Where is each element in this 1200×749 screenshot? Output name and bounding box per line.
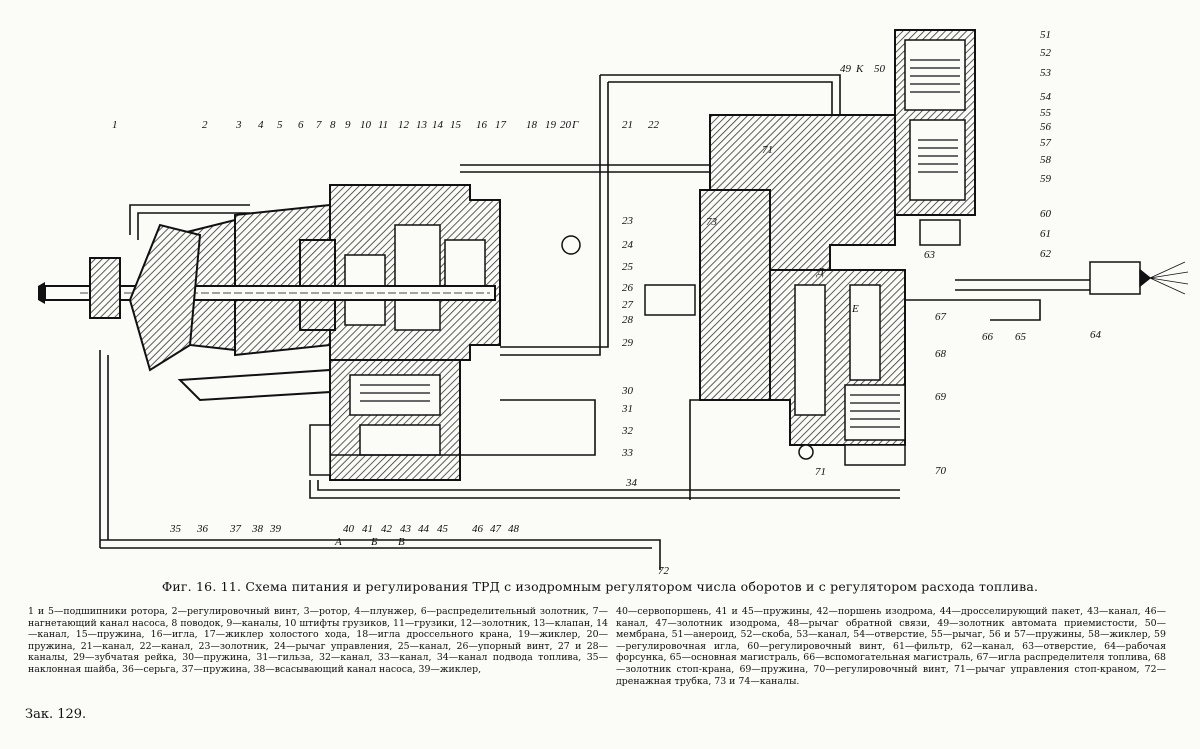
callout-top-3: 4	[258, 119, 264, 131]
callout-right_side-5: 28	[622, 314, 634, 326]
callout-bottom-13: 48	[508, 523, 520, 535]
callout-right_side-1: 24	[622, 239, 634, 251]
callout-top-35: 60	[1040, 208, 1052, 220]
callout-bottom-16: В	[398, 536, 405, 548]
callout-bottom-18: 72	[658, 565, 670, 577]
callout-top-29: 54	[1040, 91, 1052, 103]
callout-middle-6: 67	[935, 311, 947, 323]
callout-bottom-12: 47	[490, 523, 502, 535]
callout-right_side-2: 25	[622, 261, 634, 273]
callout-bottom-9: 44	[418, 523, 430, 535]
callout-middle-5: 64	[1090, 329, 1102, 341]
callout-top-10: 11	[378, 119, 388, 131]
callout-bottom-2: 37	[229, 523, 242, 535]
legend-right-text: 40—сервопоршень, 41 и 45—пружины, 42—пор…	[616, 606, 1166, 687]
callout-right_side-8: 31	[621, 403, 633, 415]
callout-bottom-4: 39	[269, 523, 282, 535]
working-nozzle	[1089, 261, 1189, 295]
callout-top-14: 15	[450, 119, 462, 131]
callout-top-5: 6	[298, 119, 304, 131]
callout-middle-3: 66	[982, 331, 994, 343]
callout-top-26: 51	[1040, 29, 1051, 41]
callout-middle-7: 68	[935, 348, 947, 360]
callout-top-27: 52	[1040, 47, 1052, 59]
callout-right_side-7: 30	[621, 385, 634, 397]
callout-right_side-0: 23	[622, 215, 634, 227]
callout-top-21: 21	[622, 119, 633, 131]
callout-middle-12: Е	[851, 303, 859, 315]
callout-right_side-4: 27	[622, 299, 634, 311]
callout-middle-0: 71	[762, 144, 773, 156]
callout-top-13: 14	[432, 119, 444, 131]
figure-caption: Фиг. 16. 11. Схема питания и регулирован…	[161, 579, 1039, 594]
footer-order-number: Зак. 129.	[25, 707, 87, 722]
callout-top-34: 59	[1040, 173, 1052, 185]
callout-top-16: 17	[495, 119, 507, 131]
callout-top-33: 58	[1040, 154, 1052, 166]
callout-top-32: 57	[1040, 137, 1052, 149]
callout-top-17: 18	[526, 119, 538, 131]
legend-left-text: 1 и 5—подшипники ротора, 2—регулировочны…	[28, 606, 609, 675]
callout-middle-10: 71	[815, 466, 826, 478]
callout-top-1: 2	[202, 119, 208, 131]
callout-middle-9: 70	[935, 465, 947, 477]
callout-middle-11: Д	[816, 266, 825, 278]
callout-top-31: 56	[1040, 121, 1052, 133]
callout-right_side-6: 29	[622, 337, 634, 349]
callout-top-36: 61	[1040, 228, 1051, 240]
callout-bottom-8: 43	[400, 523, 412, 535]
callout-bottom-3: 38	[251, 523, 264, 535]
callout-right_side-3: 26	[622, 282, 634, 294]
callout-bottom-14: А	[334, 536, 342, 548]
callout-middle-8: 69	[935, 391, 947, 403]
callout-bottom-5: 40	[343, 523, 355, 535]
callout-top-7: 8	[330, 119, 336, 131]
callout-bottom-10: 45	[437, 523, 449, 535]
legend-right: 40—сервопоршень, 41 и 45—пружины, 42—пор…	[616, 606, 1166, 687]
callout-top-9: 10	[360, 119, 372, 131]
callout-top-8: 9	[345, 119, 351, 131]
callout-top-25: 50	[874, 63, 886, 75]
callout-top-0: 1	[112, 119, 118, 131]
callout-middle-4: 65	[1015, 331, 1027, 343]
callout-top-22: 22	[648, 119, 660, 131]
fuel-lines	[99, 74, 1090, 570]
callout-top-23: 49	[840, 63, 852, 75]
callout-top-15: 16	[476, 119, 488, 131]
callout-top-11: 12	[398, 119, 410, 131]
callout-right_side-9: 32	[621, 425, 634, 437]
callout-top-18: 19	[545, 119, 557, 131]
callout-top-20: Г	[571, 119, 579, 131]
callout-bottom-17: 34	[625, 477, 638, 489]
callout-top-19: 20	[560, 119, 572, 131]
callout-top-37: 62	[1040, 248, 1052, 260]
callout-middle-2: 63	[924, 249, 936, 261]
callout-bottom-1: 36	[196, 523, 209, 535]
callout-top-12: 13	[416, 119, 428, 131]
callout-right_side-10: 33	[621, 447, 634, 459]
callout-top-2: 3	[235, 119, 242, 131]
swash-plate	[128, 223, 331, 402]
callout-bottom-11: 46	[472, 523, 484, 535]
callout-bottom-15: Б	[370, 536, 378, 548]
callout-middle-1: 73	[706, 216, 718, 228]
legend-left: 1 и 5—подшипники ротора, 2—регулировочны…	[28, 606, 608, 676]
callout-top-28: 53	[1040, 67, 1052, 79]
callout-bottom-6: 41	[362, 523, 373, 535]
callout-bottom-0: 35	[169, 523, 182, 535]
callout-top-30: 55	[1040, 107, 1052, 119]
callout-top-4: 5	[277, 119, 283, 131]
callout-top-24: К	[855, 63, 864, 75]
callout-bottom-7: 42	[381, 523, 393, 535]
pump-housing	[173, 184, 501, 481]
callout-top-6: 7	[316, 119, 322, 131]
